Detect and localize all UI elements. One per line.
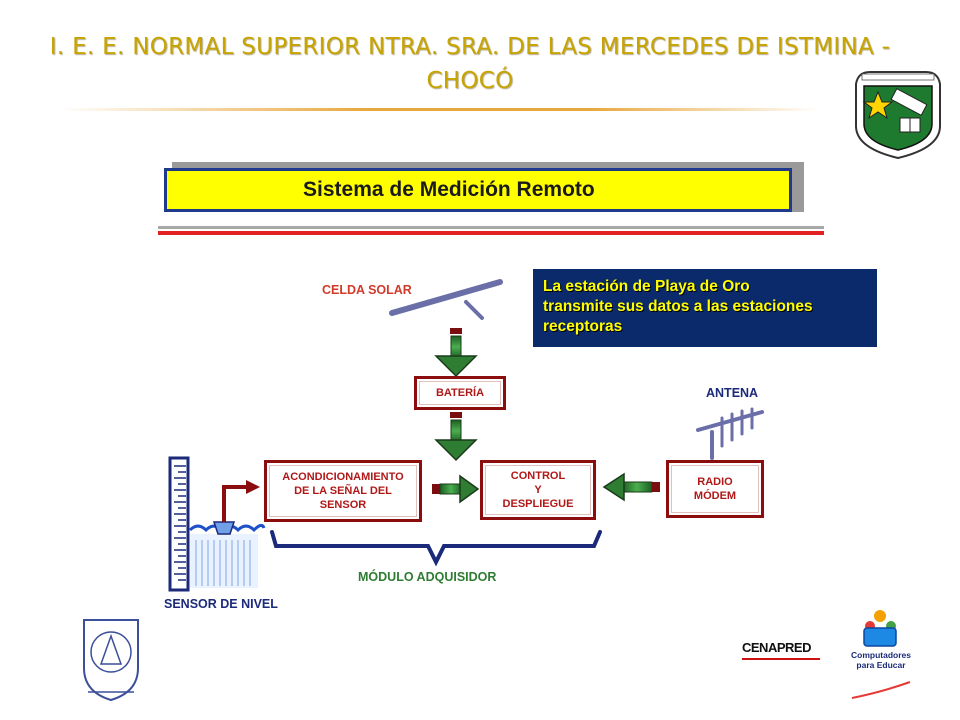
page-title-line-2: CHOCÓ [426,68,514,94]
computadores-logo-line-1: Computadores [851,650,911,660]
header-divider [60,108,820,111]
page-title-line-1: I. E. E. NORMAL SUPERIOR NTRA. SRA. DE L… [49,34,891,60]
modulo-adquisidor-label: MÓDULO ADQUISIDOR [358,570,497,584]
arrow-acond-to-control-icon [432,474,480,504]
computadores-para-educar-logo [851,610,911,699]
callout-line-1: La estación de Playa de Oro [543,278,750,295]
bateria-box: BATERÍA [414,376,506,410]
computadores-logo-text: Computadores para Educar [850,650,912,670]
acond-label-line-1: ACONDICIONAMIENTO [282,471,404,483]
sensor-de-nivel-label: SENSOR DE NIVEL [164,597,278,611]
level-sensor-ruler-icon [168,456,190,592]
bateria-label: BATERÍA [435,387,485,399]
computadores-logo-line-2: para Educar [856,660,906,670]
radio-label-line-2: MÓDEM [693,490,737,502]
arrow-bateria-to-control-icon [434,412,478,462]
acondicionamiento-box: ACONDICIONAMIENTO DE LA SEÑAL DEL SENSOR [264,460,422,522]
banner-underline-gray [158,226,824,229]
control-label-line-1: CONTROL [510,470,566,482]
control-label-line-2: Y [534,484,542,496]
sensor-signal-arrow-icon [222,480,260,522]
celda-solar-label: CELDA SOLAR [322,283,412,297]
radio-label-line-1: RADIO [697,476,733,488]
callout-line-2: transmite sus datos a las estaciones [543,298,813,315]
control-despliegue-box: CONTROL Y DESPLIEGUE [480,460,596,520]
arrow-solar-to-bateria-icon [434,328,478,378]
school-crest-logo [855,71,941,160]
university-seal-logo [83,619,139,702]
callout-box: La estación de Playa de Oro transmite su… [533,269,877,347]
solar-panel-icon [389,279,503,320]
acond-label-line-2: DE LA SEÑAL DEL [294,485,392,497]
page-title: I. E. E. NORMAL SUPERIOR NTRA. SRA. DE L… [40,30,900,98]
sensor-float-icon [212,521,236,535]
modulo-adquisidor-bracket-icon [270,530,602,567]
acond-label-line-3: SENSOR [319,499,367,511]
radio-modem-box: RADIO MÓDEM [666,460,764,518]
cenapred-logo: CENAPRED [742,640,820,660]
water-icon [188,523,266,588]
antenna-icon [696,407,764,460]
callout-line-3: receptoras [543,318,623,335]
title-banner-text: Sistema de Medición Remoto [303,178,595,201]
control-label-line-3: DESPLIEGUE [502,498,574,510]
banner-underline-red [158,231,824,235]
antena-label: ANTENA [706,386,759,400]
title-banner: Sistema de Medición Remoto [164,168,792,212]
arrow-control-radio-bidirectional-icon [602,472,660,502]
